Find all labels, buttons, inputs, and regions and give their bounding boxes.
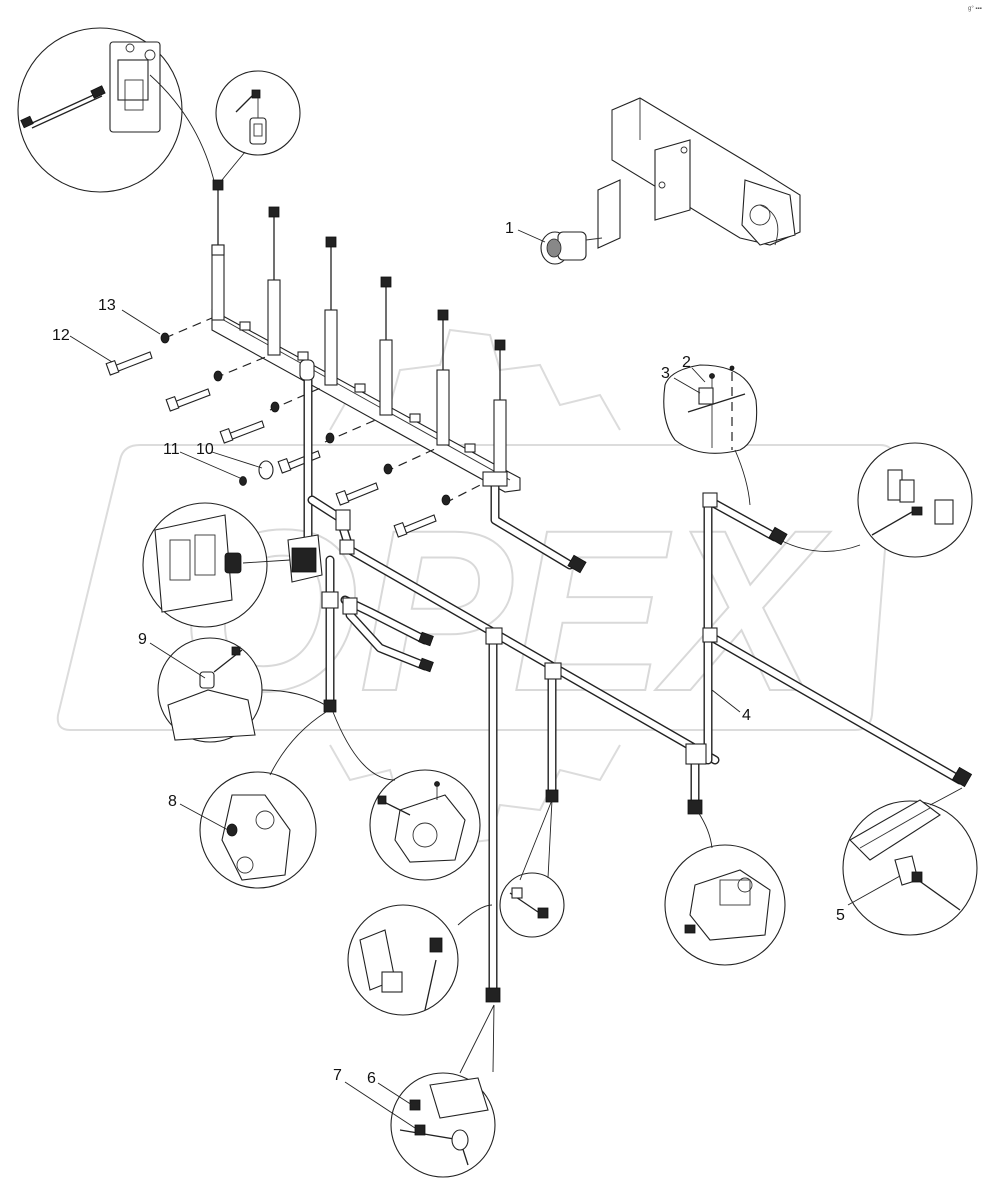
leader-parts-6-7 (459, 1004, 495, 1074)
injector-rail-harness (211, 179, 521, 493)
leader-part-8 (269, 711, 327, 776)
callout-label-11: 11 (163, 441, 180, 458)
callout-5: 5 (836, 875, 901, 924)
leader-part-9 (261, 689, 328, 707)
detail-circle-part-5 (842, 799, 978, 936)
sensor-part-1 (540, 231, 603, 265)
leader-throttle (332, 711, 396, 781)
detail-circle-top-left-large (17, 27, 183, 193)
leader-pump (697, 811, 713, 849)
leader-middle-sensor (519, 799, 553, 881)
leader-part-5 (929, 787, 963, 806)
leader-ecu (242, 559, 291, 564)
leader-bottom-center (457, 904, 493, 926)
leader-clip (734, 449, 751, 506)
callout-label-1: 1 (505, 220, 514, 237)
callout-7: 7 (333, 1067, 416, 1129)
detail-circle-right-connector (857, 442, 973, 558)
callout-1: 1 (505, 220, 546, 243)
detail-circle-throttle (369, 769, 481, 881)
callout-8: 8 (168, 793, 229, 831)
leader-right-connector (779, 539, 861, 552)
fasteners (105, 317, 495, 538)
callout-label-13: 13 (98, 297, 116, 314)
detail-circle-parts-6-7 (390, 1072, 496, 1178)
callout-label-8: 8 (168, 793, 177, 810)
corner-mark: g° ▪▪▪ (968, 6, 982, 12)
callout-label-7: 7 (333, 1067, 342, 1084)
watermark-text: OPEX (180, 482, 831, 739)
tank-assembly (597, 97, 801, 249)
callout-label-10: 10 (196, 441, 214, 458)
detail-circle-pump (664, 844, 786, 966)
detail-circle-top-left-small (215, 70, 301, 156)
detail-circle-middle-sensor (499, 872, 565, 938)
callout-label-12: 12 (52, 327, 70, 344)
callout-label-3: 3 (661, 365, 670, 382)
callout-4: 4 (711, 689, 751, 724)
callout-6: 6 (367, 1070, 413, 1106)
main-harness (287, 359, 973, 1003)
callout-11: 11 (163, 441, 241, 479)
callout-9: 9 (138, 631, 206, 679)
detail-circle-part-9 (157, 637, 263, 743)
callout-label-4: 4 (742, 707, 751, 724)
callout-12: 12 (52, 327, 113, 363)
detail-circle-part-8 (199, 771, 317, 889)
detail-circle-bottom-center (347, 904, 459, 1016)
callout-label-5: 5 (836, 907, 845, 924)
callout-3: 3 (661, 365, 701, 394)
callout-label-2: 2 (682, 354, 691, 371)
leader-top-left-large (149, 74, 216, 186)
callout-label-9: 9 (138, 631, 147, 648)
callout-2: 2 (682, 354, 706, 383)
callout-label-6: 6 (367, 1070, 376, 1087)
detail-circle-ecu (142, 502, 268, 628)
clip-part-2-3 (663, 364, 758, 454)
callout-13: 13 (98, 297, 161, 335)
callout-10: 10 (196, 441, 263, 469)
